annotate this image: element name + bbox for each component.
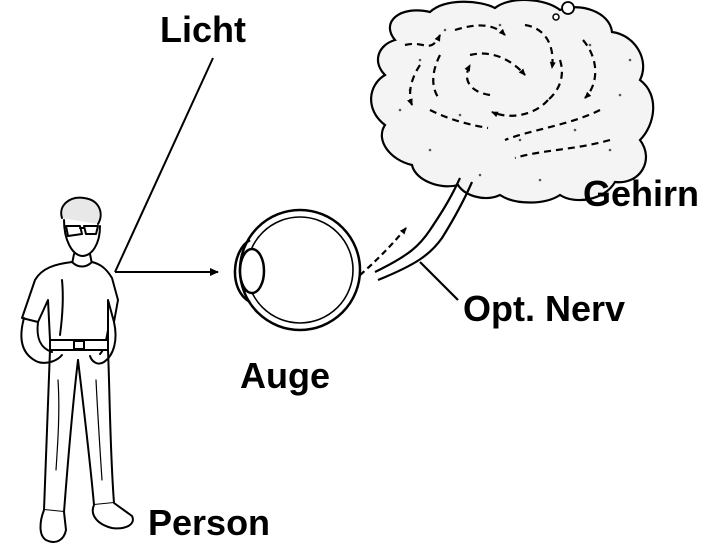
- light-ray: [115, 58, 218, 272]
- person-illustration: [21, 198, 133, 542]
- eye-illustration: [235, 210, 360, 330]
- brain-bubble: [562, 2, 574, 14]
- eye-label: Auge: [240, 358, 330, 394]
- brain-label: Gehirn: [583, 176, 699, 212]
- optic-nerve-label: Opt. Nerv: [463, 291, 625, 327]
- nerve-label-leader: [420, 262, 458, 300]
- optic-nerve: [360, 178, 472, 300]
- light-label: Licht: [160, 12, 246, 48]
- person-label: Person: [148, 505, 270, 541]
